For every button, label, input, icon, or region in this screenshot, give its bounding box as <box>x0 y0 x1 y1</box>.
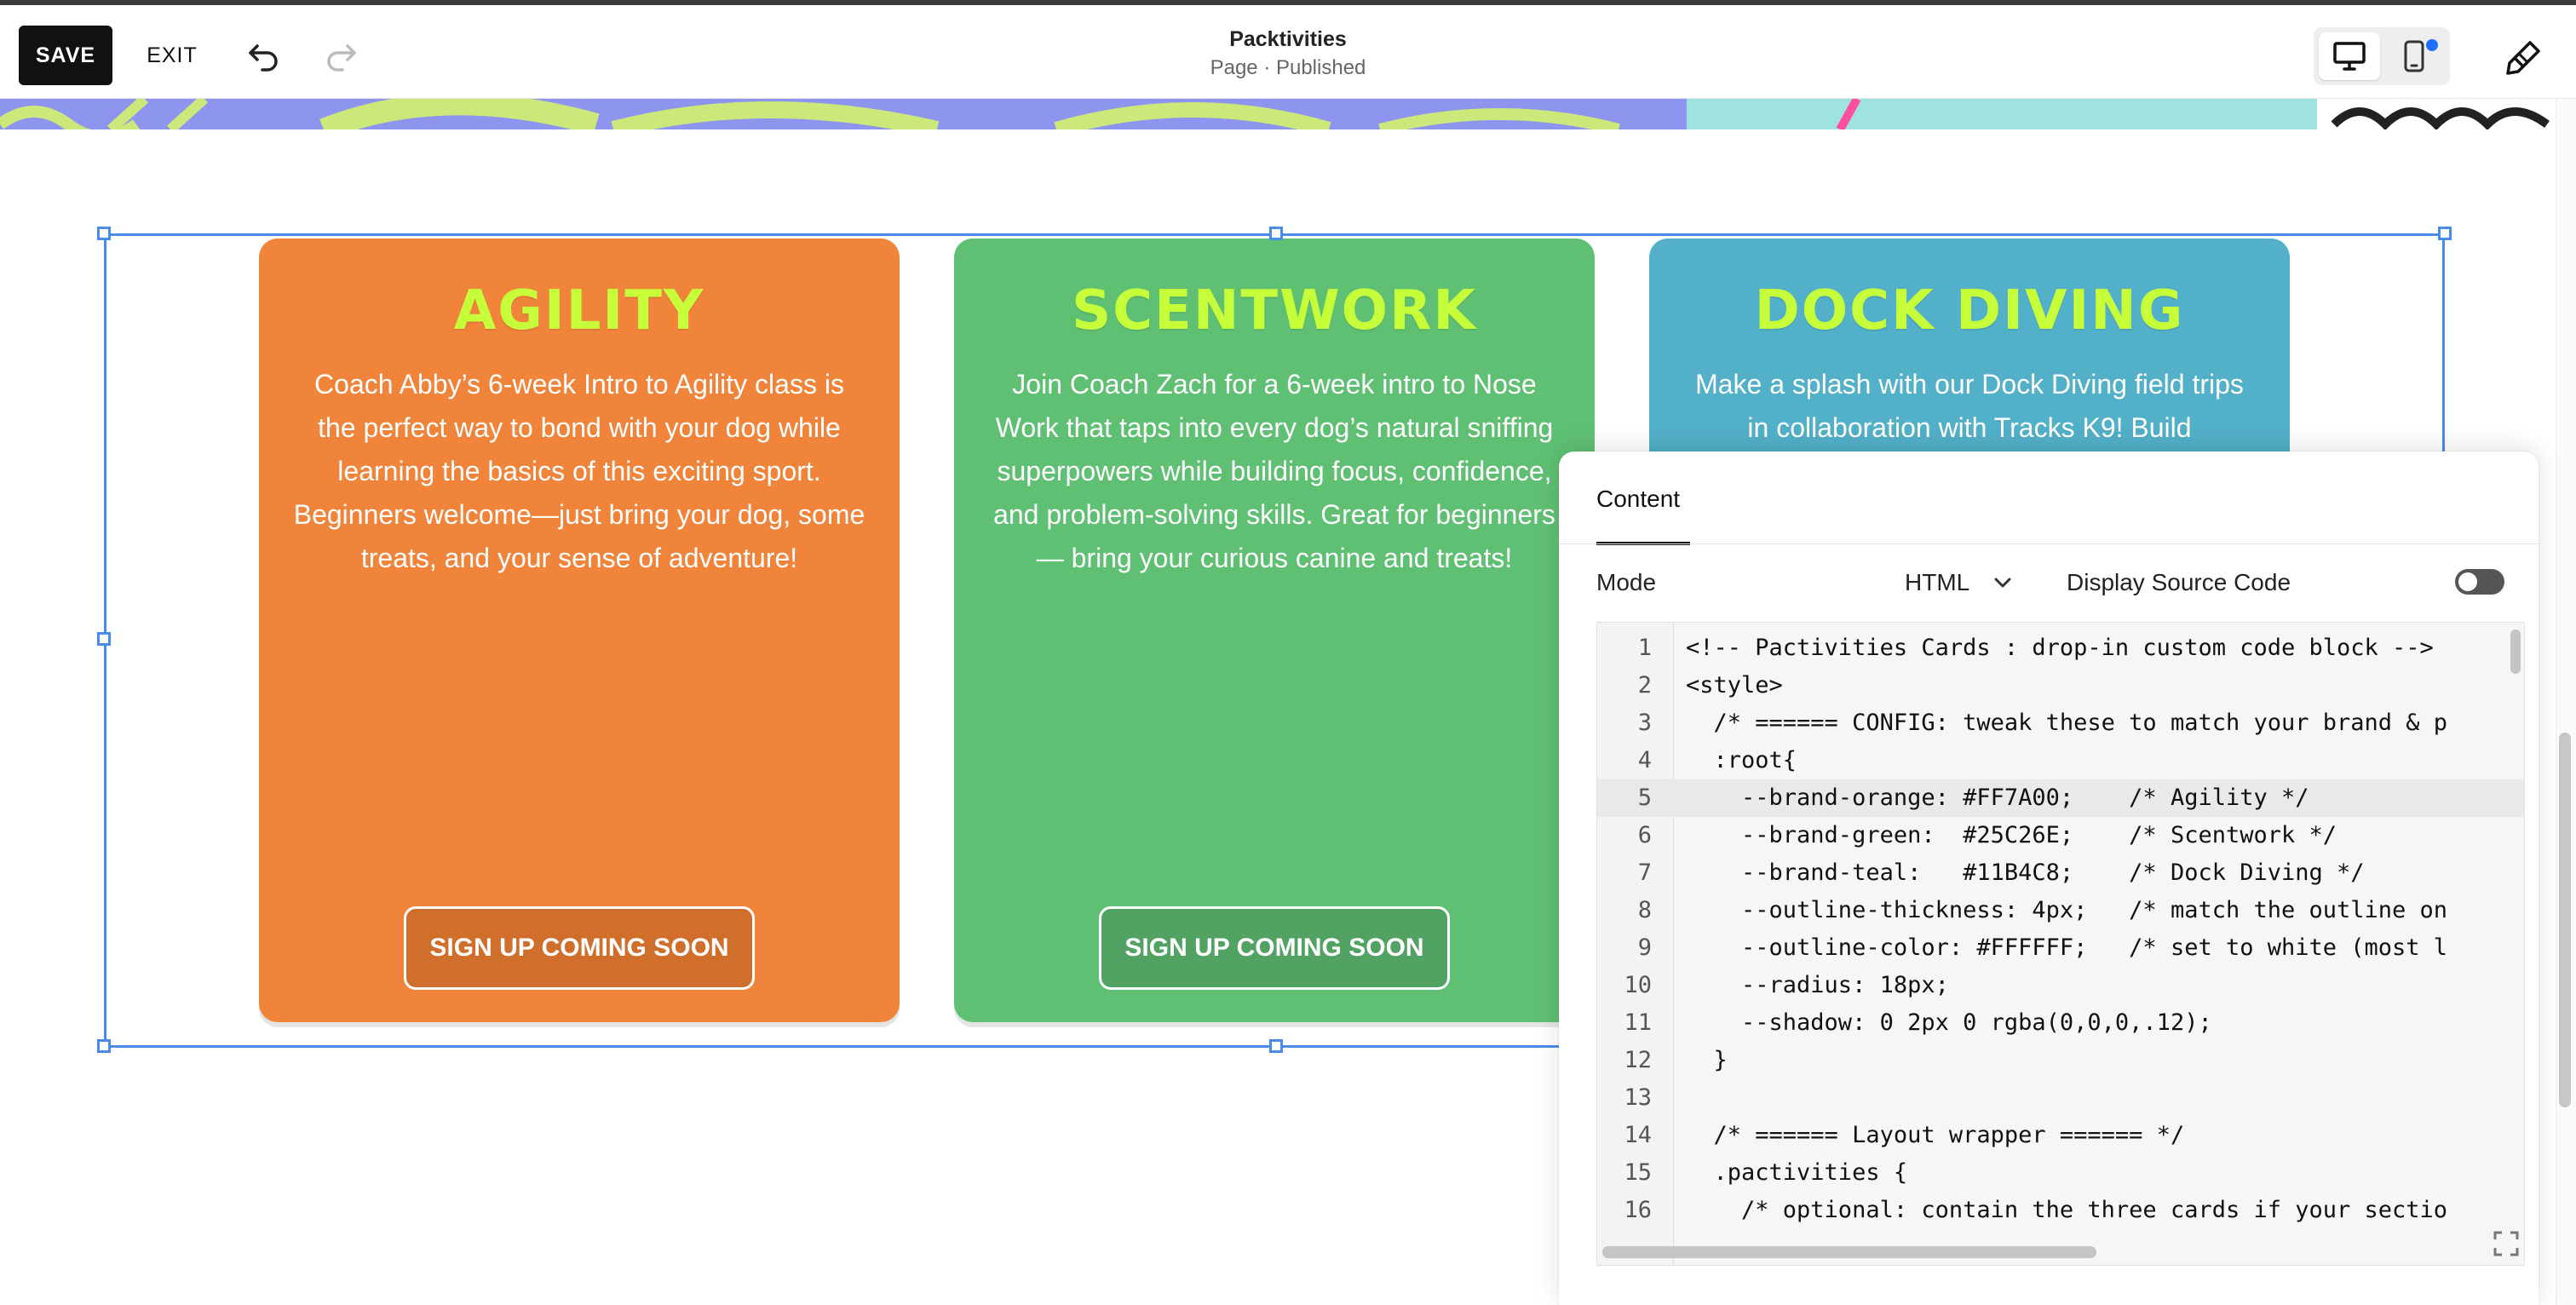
resize-handle-left[interactable] <box>97 632 111 646</box>
undo-icon[interactable] <box>240 36 288 78</box>
page-scrollbar[interactable] <box>2556 99 2576 1305</box>
display-source-label: Display Source Code <box>2067 569 2291 595</box>
mode-value: HTML <box>1905 569 1970 595</box>
line-number-gutter <box>1597 623 1674 1265</box>
code-text: :root{ <box>1686 747 1797 773</box>
code-text: --brand-orange: #FF7A00; /* Agility */ <box>1686 785 2309 811</box>
code-line[interactable]: 9 --outline-color: #FFFFFF; /* set to wh… <box>1597 929 2524 967</box>
line-number: 9 <box>1637 934 1652 961</box>
line-number: 7 <box>1637 859 1652 886</box>
code-horizontal-scrollbar[interactable] <box>1602 1246 2096 1258</box>
code-line[interactable]: 1 <!-- Pactivities Cards : drop-in custom… <box>1597 630 2524 667</box>
resize-handle-top-left[interactable] <box>97 227 111 240</box>
exit-button[interactable]: EXIT <box>147 43 198 67</box>
chevron-down-icon <box>1993 577 2012 589</box>
code-text: /* ====== Layout wrapper ====== */ <box>1686 1122 2185 1148</box>
code-text: --brand-green: #25C26E; /* Scentwork */ <box>1686 822 2337 848</box>
code-line[interactable]: 10 --radius: 18px; <box>1597 967 2524 1004</box>
device-toggle <box>2314 27 2450 85</box>
code-line[interactable]: 6 --brand-green: #25C26E; /* Scentwork *… <box>1597 817 2524 854</box>
line-number: 14 <box>1624 1122 1652 1148</box>
line-number: 1 <box>1637 635 1652 661</box>
save-button[interactable]: SAVE <box>19 26 112 85</box>
page-status: Page · Published <box>1210 56 1366 79</box>
code-editor[interactable]: 1 <!-- Pactivities Cards : drop-in custom… <box>1596 622 2525 1266</box>
line-number: 8 <box>1637 897 1652 923</box>
notification-dot <box>2426 39 2438 51</box>
content-panel: Content Mode HTML Display Source Code 1 <… <box>1559 451 2539 1305</box>
code-line[interactable]: 5 --brand-orange: #FF7A00; /* Agility */ <box>1597 779 2524 817</box>
code-text: .pactivities { <box>1686 1159 1908 1186</box>
paintbrush-icon[interactable] <box>2496 31 2550 85</box>
line-number: 11 <box>1624 1009 1652 1036</box>
card-description: Join Coach Zach for a 6-week intro to No… <box>993 369 1555 573</box>
code-line[interactable]: 8 --outline-thickness: 4px; /* match the… <box>1597 892 2524 929</box>
card-title: SCENTWORK <box>1072 279 1477 342</box>
redo-icon[interactable] <box>317 36 365 78</box>
resize-handle-top[interactable] <box>1269 227 1283 240</box>
mode-label: Mode <box>1596 569 1657 595</box>
code-line[interactable]: 7 --brand-teal: #11B4C8; /* Dock Diving … <box>1597 854 2524 892</box>
sign-up-button[interactable]: SIGN UP COMING SOON <box>1099 906 1450 990</box>
code-text: --outline-color: #FFFFFF; /* set to whit… <box>1686 934 2448 961</box>
mobile-icon[interactable] <box>2383 32 2445 80</box>
line-number: 15 <box>1624 1159 1652 1186</box>
line-number: 3 <box>1637 710 1652 736</box>
code-line[interactable]: 4 :root{ <box>1597 742 2524 779</box>
resize-handle-bottom[interactable] <box>1269 1039 1283 1053</box>
toggle-knob <box>2458 572 2477 591</box>
card-title: DOCK DIVING <box>1754 279 2185 342</box>
line-number: 4 <box>1637 747 1652 773</box>
line-number: 13 <box>1624 1084 1652 1111</box>
line-number: 16 <box>1624 1197 1652 1223</box>
resize-handle-bottom-left[interactable] <box>97 1039 111 1053</box>
code-line[interactable]: 13 <box>1597 1079 2524 1117</box>
display-source-toggle[interactable] <box>2455 569 2504 595</box>
code-text: /* ====== CONFIG: tweak these to match y… <box>1686 710 2448 736</box>
line-number: 5 <box>1637 785 1652 811</box>
code-line[interactable]: 16 /* optional: contain the three cards … <box>1597 1192 2524 1229</box>
panel-divider <box>1559 543 2539 544</box>
code-text: <style> <box>1686 672 1783 698</box>
code-text: --radius: 18px; <box>1686 972 1949 998</box>
card-agility: AGILITY Coach Abby’s 6-week Intro to Agi… <box>259 239 900 1022</box>
line-number: 6 <box>1637 822 1652 848</box>
card-scentwork: SCENTWORK Join Coach Zach for a 6-week i… <box>954 239 1595 1022</box>
tab-content[interactable]: Content <box>1596 486 1681 512</box>
code-text: --outline-thickness: 4px; /* match the o… <box>1686 897 2448 923</box>
line-number: 12 <box>1624 1047 1652 1073</box>
code-line[interactable]: 3 /* ====== CONFIG: tweak these to match… <box>1597 704 2524 742</box>
code-line[interactable]: 2 <style> <box>1597 667 2524 704</box>
code-line[interactable]: 15 .pactivities { <box>1597 1154 2524 1192</box>
card-description: Coach Abby’s 6-week Intro to Agility cla… <box>293 369 865 573</box>
code-vertical-scrollbar[interactable] <box>2510 630 2521 674</box>
card-title: AGILITY <box>453 279 705 342</box>
editor-toolbar: SAVE EXIT Packtivities Page · Published <box>0 0 2576 99</box>
code-line[interactable]: 12 } <box>1597 1042 2524 1079</box>
code-text: } <box>1686 1047 1728 1073</box>
resize-handle-top-right[interactable] <box>2438 227 2452 240</box>
expand-icon[interactable] <box>2492 1229 2521 1258</box>
code-line[interactable]: 11 --shadow: 0 2px 0 rgba(0,0,0,.12); <box>1597 1004 2524 1042</box>
page-scrollbar-thumb[interactable] <box>2559 733 2571 1107</box>
code-text: <!-- Pactivities Cards : drop-in custom … <box>1686 635 2434 661</box>
code-line[interactable]: 14 /* ====== Layout wrapper ====== */ <box>1597 1117 2524 1154</box>
line-number: 10 <box>1624 972 1652 998</box>
card-description: Make a splash with our Dock Diving field… <box>1695 369 2244 443</box>
line-number: 2 <box>1637 672 1652 698</box>
code-text: /* optional: contain the three cards if … <box>1686 1197 2448 1223</box>
site-title: Packtivities <box>1229 27 1347 51</box>
sign-up-button[interactable]: SIGN UP COMING SOON <box>404 906 755 990</box>
code-text: --brand-teal: #11B4C8; /* Dock Diving */ <box>1686 859 2365 886</box>
desktop-icon[interactable] <box>2319 32 2380 80</box>
code-text: --shadow: 0 2px 0 rgba(0,0,0,.12); <box>1686 1009 2212 1036</box>
mode-select[interactable]: HTML <box>1905 564 2033 601</box>
header-banner-art <box>0 99 2556 129</box>
